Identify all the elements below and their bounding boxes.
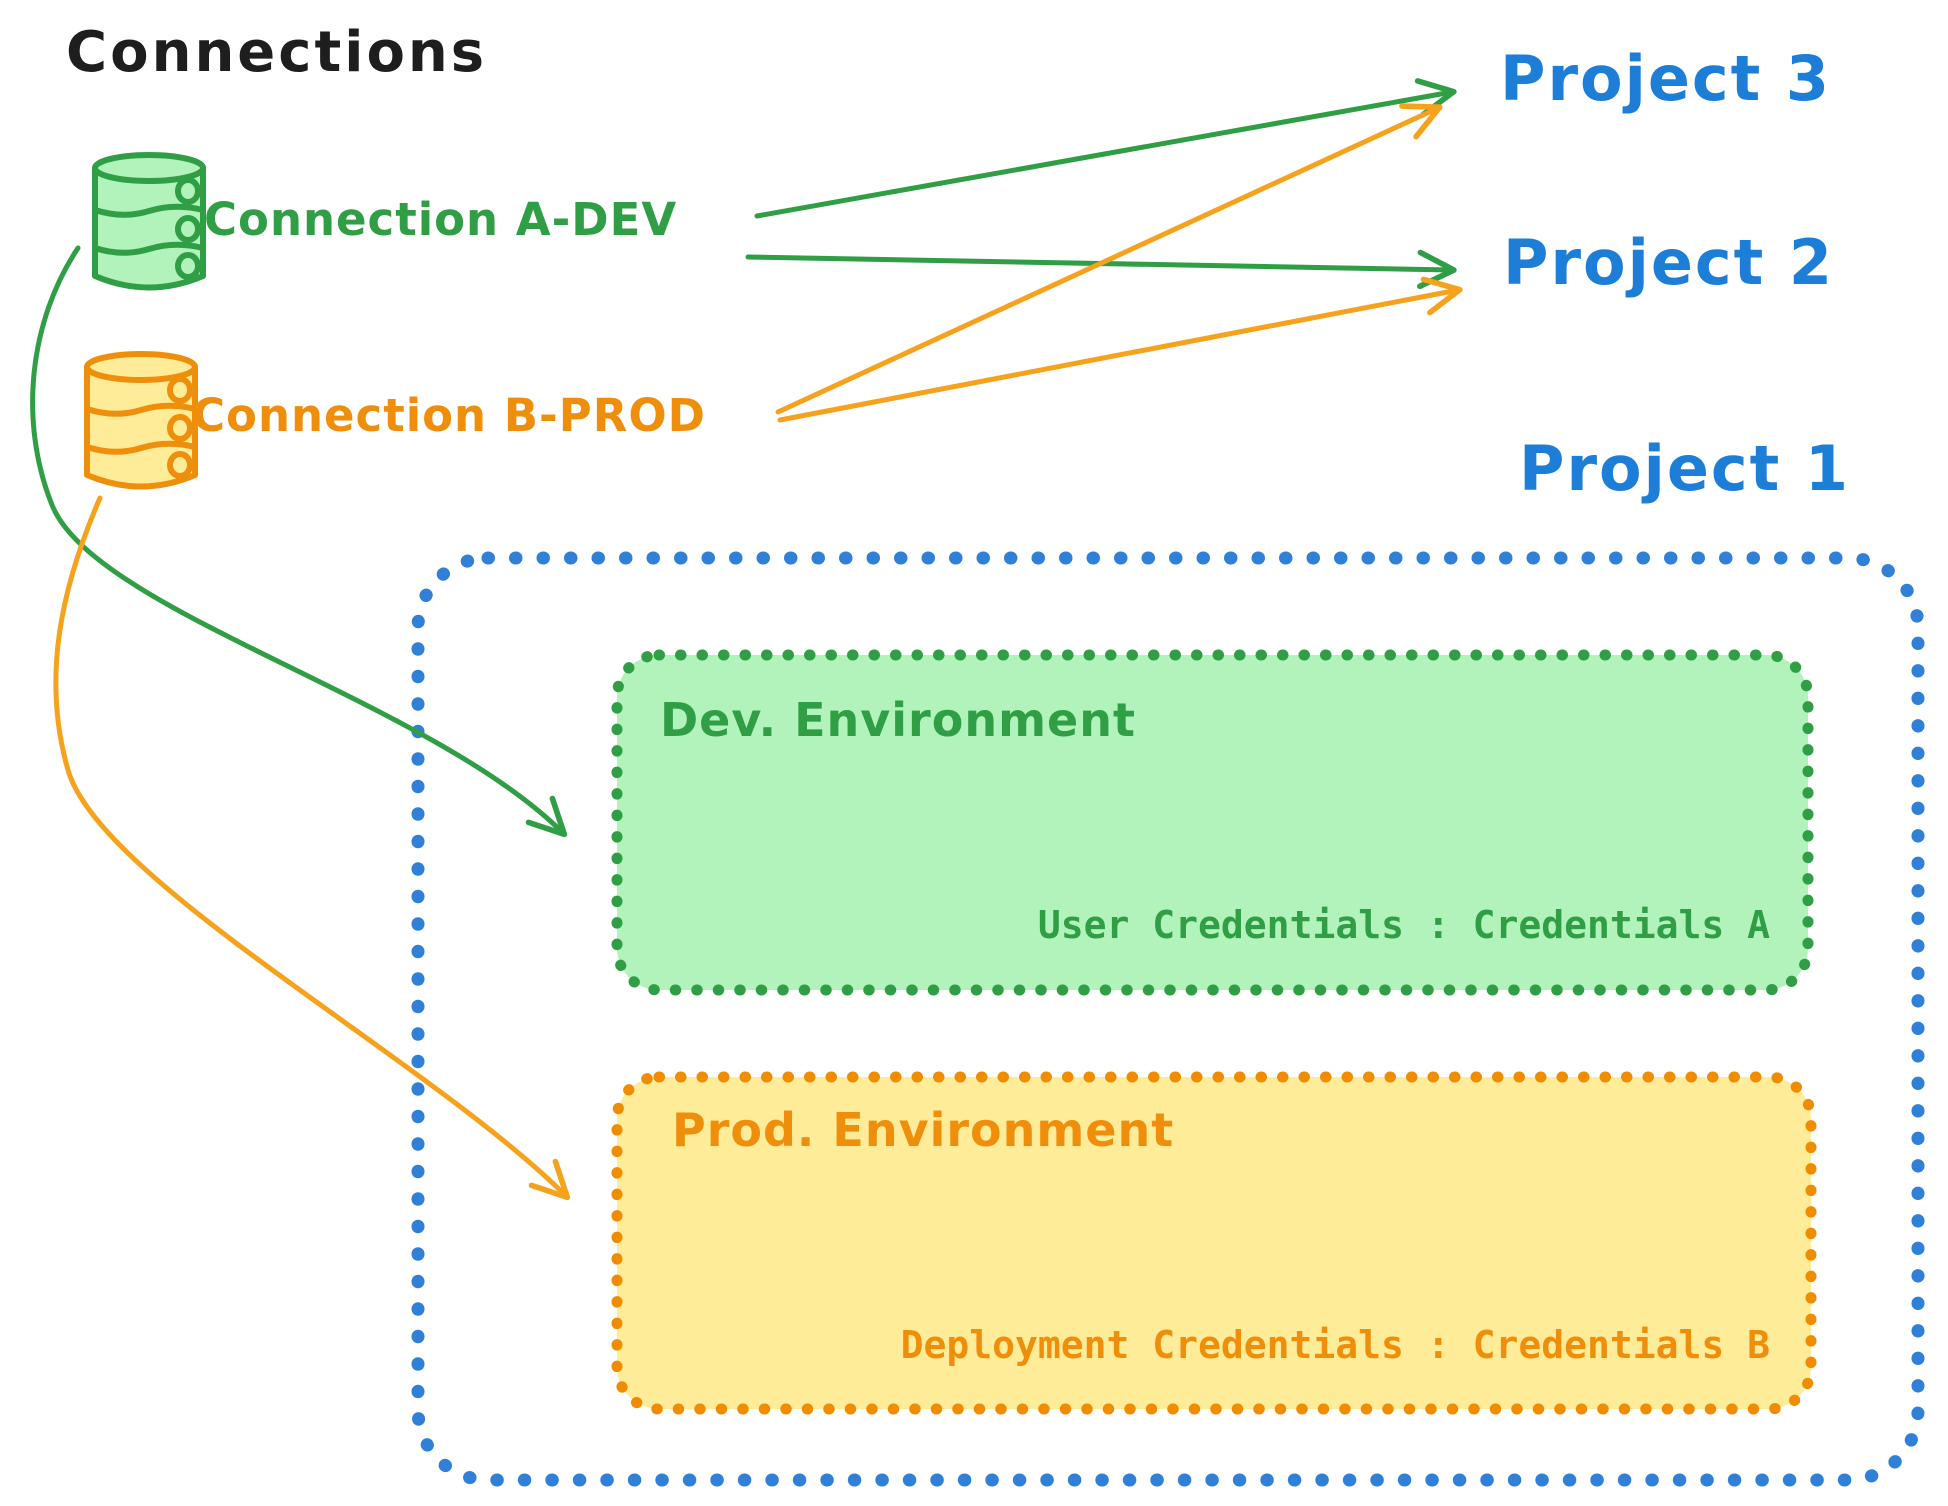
dev-environment-title: Dev. Environment: [660, 693, 1136, 747]
diagram-title: Connections: [66, 20, 488, 85]
connection-a-dev-label: Connection A-DEV: [204, 193, 678, 246]
database-icon-a-dev: [92, 152, 206, 291]
prod-environment-box: [611, 1071, 1817, 1415]
dev-environment-credentials: User Credentials : Credentials A: [1037, 903, 1770, 947]
database-icon-b-prod: [84, 351, 198, 490]
prod-environment-credentials: Deployment Credentials : Credentials B: [900, 1323, 1770, 1367]
project-2-label: Project 2: [1503, 226, 1835, 299]
project-1-label: Project 1: [1519, 432, 1851, 505]
prod-environment-title: Prod. Environment: [672, 1103, 1175, 1157]
arrow-b-prod-to-project-2: [777, 276, 1463, 423]
arrow-b-prod-to-prod-environment: [53, 495, 571, 1201]
project-3-label: Project 3: [1500, 42, 1832, 115]
arrow-a-dev-to-project-3: [754, 78, 1457, 219]
dev-environment-box: [611, 649, 1814, 996]
connection-b-prod-label: Connection B-PROD: [192, 389, 706, 442]
arrow-a-dev-to-dev-environment: [30, 245, 568, 838]
arrow-b-prod-to-project-3: [775, 103, 1443, 415]
